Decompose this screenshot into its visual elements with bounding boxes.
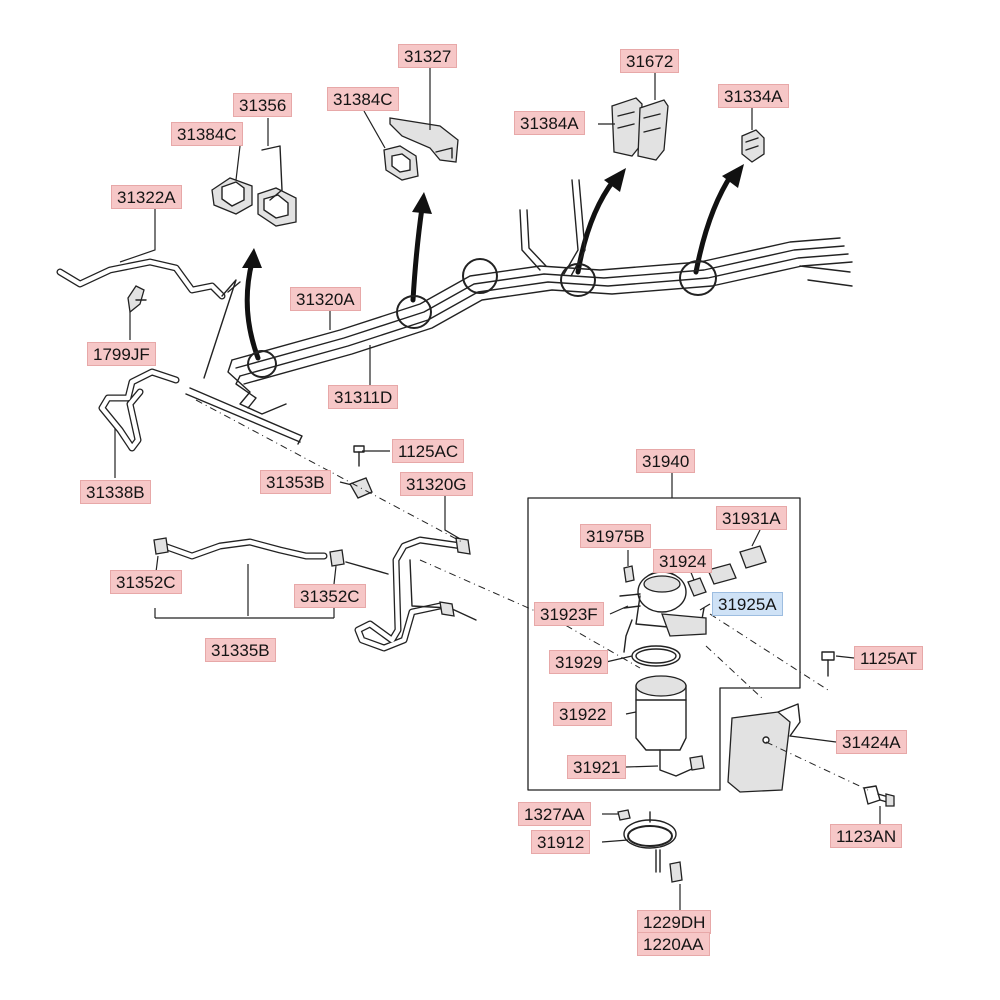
part-label-31311d[interactable]: 31311D — [328, 385, 399, 409]
part-label-31925a[interactable]: 31925A — [712, 592, 783, 616]
clamp-31672-drawing — [611, 97, 669, 161]
part-label-31672[interactable]: 31672 — [620, 49, 680, 73]
line-31320G-drawing — [345, 536, 477, 652]
part-label-1123an[interactable]: 1123AN — [830, 824, 903, 848]
part-label-31922[interactable]: 31922 — [553, 702, 613, 726]
bracket-31424A-drawing — [727, 703, 801, 793]
part-label-31975b[interactable]: 31975B — [580, 524, 651, 548]
part-label-1125ac[interactable]: 1125AC — [392, 439, 465, 463]
part-label-31923f[interactable]: 31923F — [534, 602, 604, 626]
part-label-1125at[interactable]: 1125AT — [854, 646, 924, 670]
part-label-31384c-left[interactable]: 31384C — [171, 122, 243, 146]
hose-31338B-drawing — [98, 368, 303, 452]
part-label-31320a[interactable]: 31320A — [290, 287, 361, 311]
part-label-31335b[interactable]: 31335B — [205, 638, 276, 662]
part-label-31384a[interactable]: 31384A — [514, 111, 585, 135]
part-label-31352c-left[interactable]: 31352C — [110, 570, 182, 594]
clip-31334A-drawing — [741, 129, 765, 163]
part-label-31931a[interactable]: 31931A — [716, 506, 787, 530]
part-label-31929[interactable]: 31929 — [549, 650, 609, 674]
part-label-1229dh[interactable]: 1229DH — [637, 910, 712, 934]
hose-31322A-drawing — [56, 258, 241, 379]
fuel-line-bundle-drawing — [227, 179, 853, 415]
bolt-1125AC-drawing — [353, 445, 365, 467]
part-label-31424a[interactable]: 31424A — [836, 730, 907, 754]
part-label-31327[interactable]: 31327 — [398, 44, 458, 68]
hose-31335B-drawing — [153, 537, 345, 567]
part-label-1220aa[interactable]: 1220AA — [637, 932, 710, 956]
fuel-filter-assembly-drawing — [619, 545, 767, 777]
part-label-31940[interactable]: 31940 — [636, 449, 696, 473]
part-label-31334a[interactable]: 31334A — [718, 84, 789, 108]
part-label-31356[interactable]: 31356 — [233, 93, 293, 117]
bolt-1125AT-drawing — [821, 651, 835, 677]
part-label-31320g[interactable]: 31320G — [400, 472, 473, 496]
clip-1799JF-drawing — [127, 285, 147, 314]
part-label-31322a[interactable]: 31322A — [111, 185, 182, 209]
part-label-31921[interactable]: 31921 — [567, 755, 627, 779]
part-label-1327aa[interactable]: 1327AA — [518, 802, 591, 826]
clamp-31327-drawing — [383, 117, 459, 181]
part-label-1799jf[interactable]: 1799JF — [87, 342, 156, 366]
part-label-31924[interactable]: 31924 — [653, 549, 713, 573]
part-label-31338b[interactable]: 31338B — [80, 480, 151, 504]
part-label-31352c-right[interactable]: 31352C — [294, 584, 366, 608]
part-label-31912[interactable]: 31912 — [531, 830, 591, 854]
part-label-31353b[interactable]: 31353B — [260, 470, 331, 494]
part-label-31384c-top[interactable]: 31384C — [327, 87, 399, 111]
clamp-31384C-31356-drawing — [211, 145, 297, 227]
bolt-1123AN-drawing — [863, 785, 895, 807]
band-clamp-31912-drawing — [617, 809, 683, 883]
